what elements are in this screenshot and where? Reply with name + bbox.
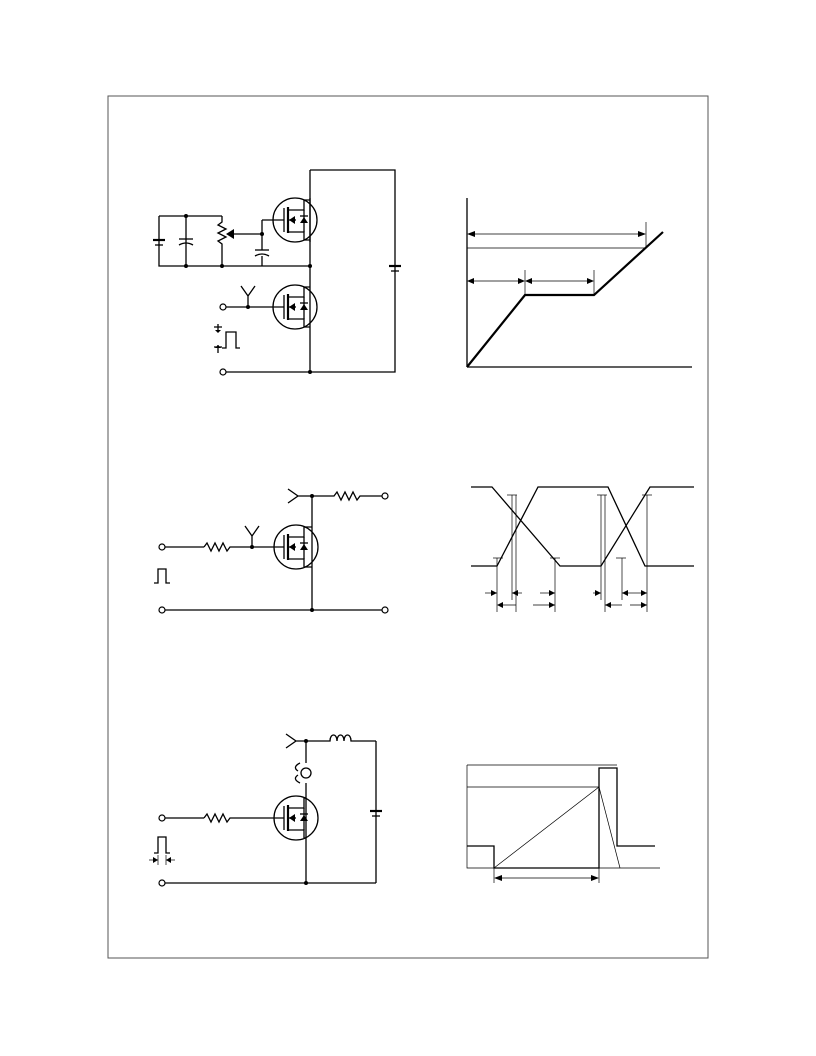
gate-probe-symbol bbox=[244, 525, 260, 547]
unclamped-inductive-waveforms bbox=[466, 764, 660, 883]
dut-mosfet-symbol bbox=[226, 284, 318, 330]
resistive-switching-test-circuit bbox=[154, 488, 389, 614]
input-return-terminal bbox=[158, 879, 166, 887]
switching-mosfet-symbol bbox=[273, 524, 319, 570]
gate-probe-symbol bbox=[240, 285, 256, 307]
timing-dimensions bbox=[485, 590, 647, 608]
supply-return-terminal bbox=[381, 606, 389, 614]
pulse-width-dimension bbox=[149, 855, 175, 865]
gate-terminal bbox=[219, 303, 227, 311]
drain-voltage-trace bbox=[471, 486, 694, 567]
supply-source-symbol bbox=[370, 809, 382, 817]
gate-charge-test-circuit bbox=[153, 169, 401, 376]
reference-mosfet-symbol bbox=[262, 197, 318, 243]
potentiometer-symbol bbox=[216, 216, 262, 266]
input-return-terminal bbox=[158, 606, 166, 614]
drain-current-ramp bbox=[493, 786, 621, 869]
plot-frame bbox=[466, 765, 660, 869]
load-resistor-symbol bbox=[312, 490, 382, 502]
supply-terminal bbox=[381, 492, 389, 500]
input-terminal bbox=[158, 543, 166, 551]
gate-charge-waveform bbox=[466, 198, 692, 368]
resistive-switching-waveforms bbox=[471, 486, 694, 612]
gate-resistor-symbol bbox=[203, 541, 284, 553]
input-pulse-symbol bbox=[154, 568, 170, 584]
drain-probe-symbol bbox=[285, 733, 306, 749]
timing-reference-lines bbox=[496, 495, 648, 612]
coupling-capacitor-symbol bbox=[254, 234, 270, 266]
gate-current-pulse-symbol bbox=[214, 324, 240, 353]
filter-capacitor-symbol bbox=[178, 238, 194, 246]
dc-supply-symbol bbox=[389, 264, 401, 272]
page-frame bbox=[107, 95, 709, 959]
drain-voltage-trace bbox=[467, 767, 655, 869]
source-terminal bbox=[219, 368, 227, 376]
battery-symbol bbox=[153, 238, 165, 246]
input-terminal bbox=[158, 814, 166, 822]
unclamped-inductive-test-circuit bbox=[149, 733, 382, 887]
drain-probe-symbol bbox=[287, 488, 312, 504]
avalanche-mosfet-symbol bbox=[273, 795, 319, 841]
gate-voltage-trace bbox=[466, 231, 664, 368]
current-probe-symbol bbox=[294, 762, 312, 784]
gate-voltage-trace bbox=[471, 486, 694, 567]
gate-resistor-symbol bbox=[203, 812, 284, 824]
inductor-symbol bbox=[306, 734, 376, 742]
input-pulse-symbol bbox=[154, 836, 170, 854]
